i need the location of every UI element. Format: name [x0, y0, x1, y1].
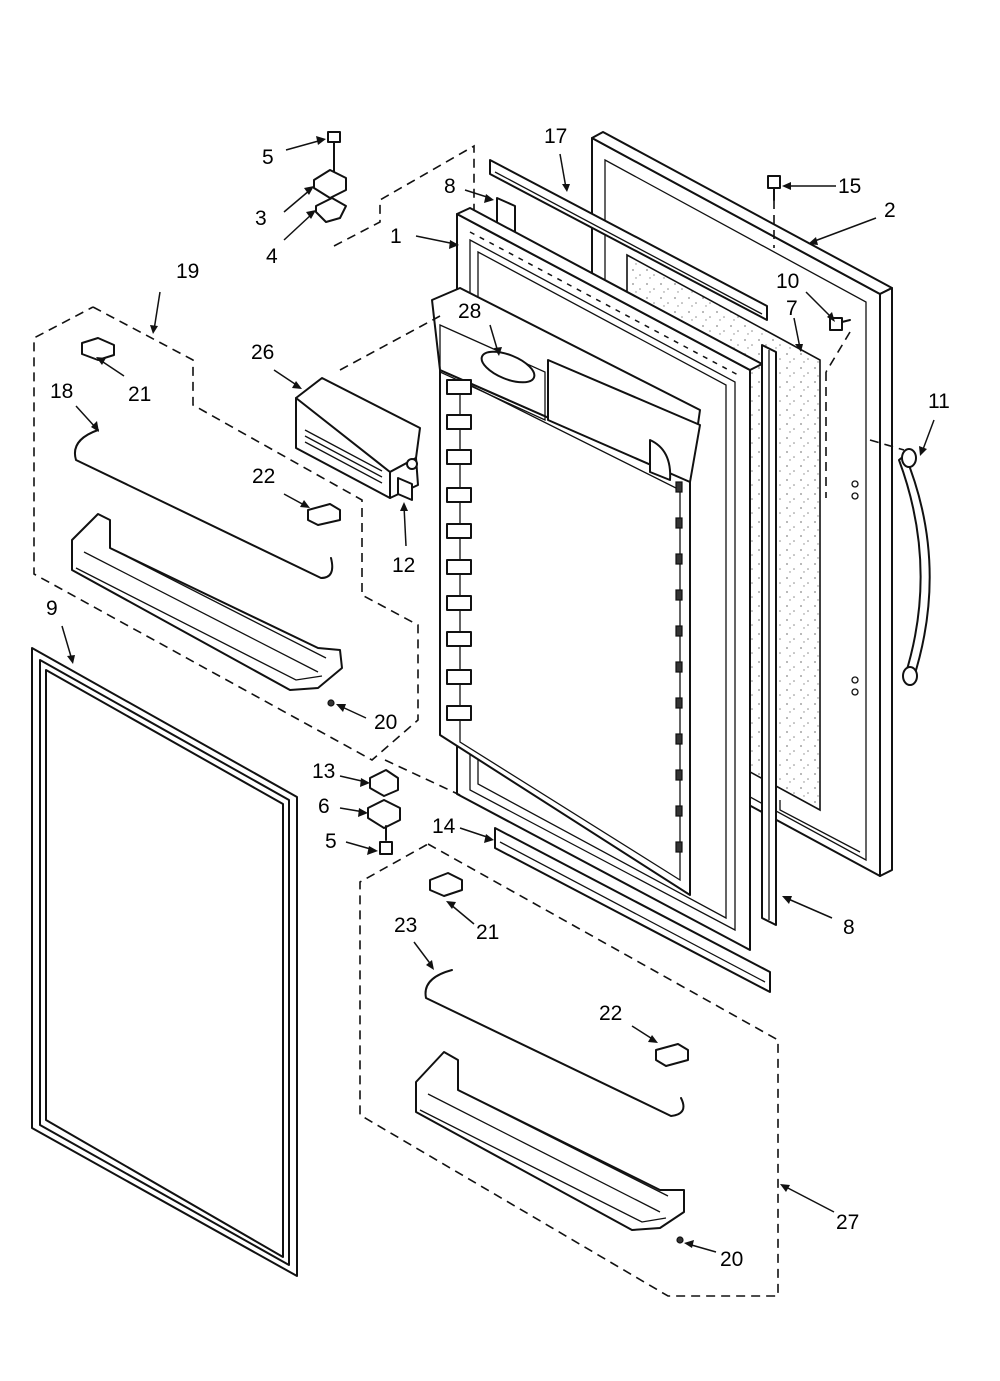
callout-21-upper: 21 [128, 383, 151, 406]
bottom-hinge [367, 769, 401, 855]
door-gasket [31, 647, 298, 1277]
callout-11: 11 [928, 390, 950, 413]
upper-bin-assembly [33, 306, 419, 761]
callout-1: 1 [390, 225, 402, 248]
callout-6: 6 [318, 795, 330, 818]
liner-shelf-tabs [446, 379, 472, 721]
callout-7: 7 [786, 297, 798, 320]
callout-2: 2 [884, 199, 896, 222]
callout-22-lower: 22 [599, 1002, 622, 1025]
callout-21-lower: 21 [476, 921, 499, 944]
callout-28: 28 [458, 300, 481, 323]
door-liner [431, 207, 763, 951]
callout-8-top: 8 [444, 175, 456, 198]
callout-10: 10 [776, 270, 799, 293]
callout-4: 4 [266, 245, 278, 268]
top-hinge [313, 131, 347, 223]
door-handle [898, 448, 931, 686]
callout-5-top: 5 [262, 146, 274, 169]
liner-shelf-tabs-right [675, 481, 683, 853]
callout-labels: 1 2 3 4 5 5 6 7 8 8 9 10 11 12 13 14 15 … [46, 125, 950, 1271]
callout-14: 14 [432, 815, 456, 838]
callout-19: 19 [176, 260, 199, 283]
callout-5-bottom: 5 [325, 830, 337, 853]
callout-22-upper: 22 [252, 465, 275, 488]
callout-27: 27 [836, 1211, 859, 1234]
screws [767, 175, 851, 331]
callout-17: 17 [544, 125, 567, 148]
callout-3: 3 [255, 207, 267, 230]
callout-9: 9 [46, 597, 58, 620]
top-trim-strip [489, 159, 768, 321]
callout-8-bottom: 8 [843, 916, 855, 939]
callout-12: 12 [392, 554, 415, 577]
callout-20-lower: 20 [720, 1248, 743, 1271]
lower-bin-assembly [359, 843, 779, 1297]
callout-15: 15 [838, 175, 861, 198]
callout-23: 23 [394, 914, 417, 937]
assembly-leader-lines [333, 144, 905, 796]
callout-13: 13 [312, 760, 335, 783]
side-channel-right [761, 344, 777, 926]
leader-arrows [61, 136, 935, 1253]
callout-20-upper: 20 [374, 711, 397, 734]
callout-18: 18 [50, 380, 73, 403]
callout-26: 26 [251, 341, 274, 364]
bottom-trim-strip [494, 827, 771, 993]
butter-compartment-door [295, 377, 421, 501]
